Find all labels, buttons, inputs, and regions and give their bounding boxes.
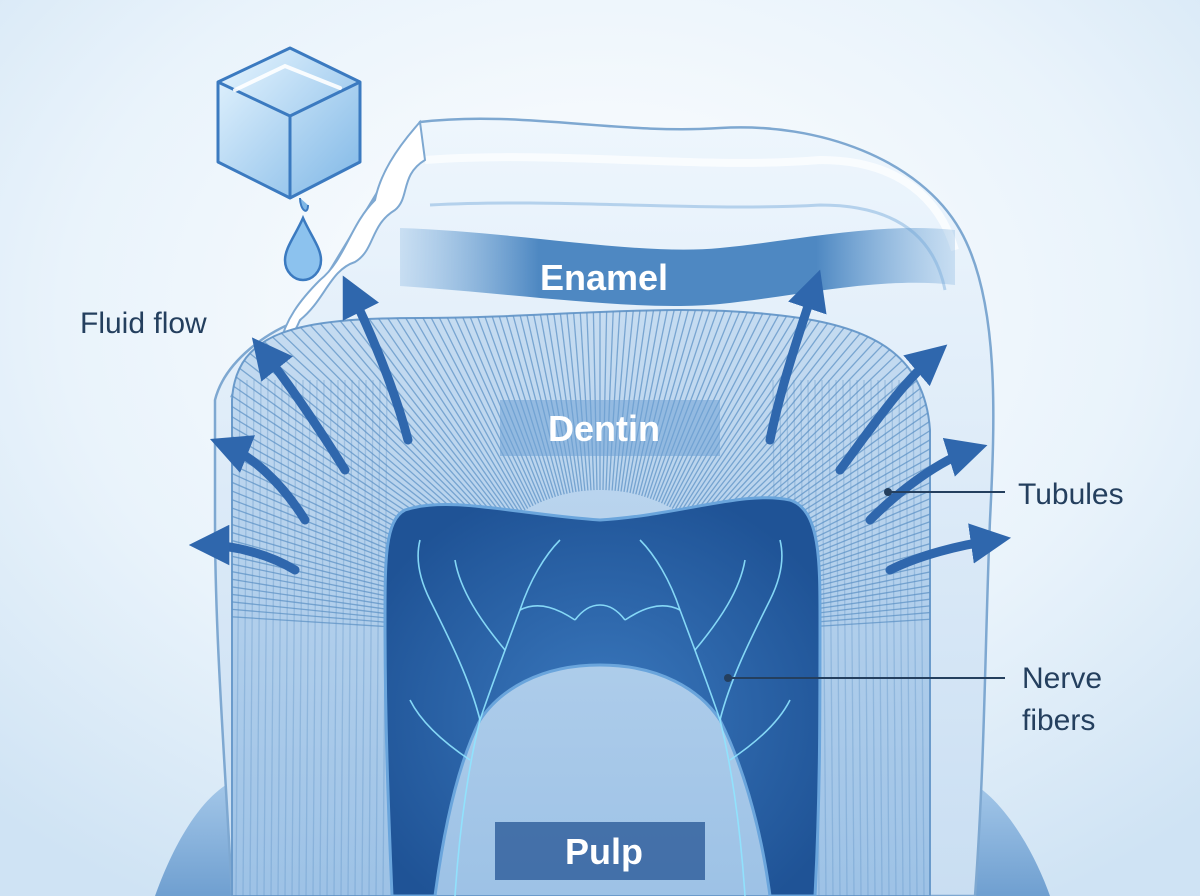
tubule-line [694,310,929,525]
tubule-line [884,379,890,896]
tubule-line [326,379,332,896]
tubule-line [321,310,521,514]
fluid-flow-arrow-icon [765,269,827,445]
tubule-line [696,310,930,527]
tubule-line [703,310,930,533]
tubule-line [912,379,918,896]
tubule-line [689,310,913,521]
tubule-line [339,310,526,511]
tubule-line [919,379,925,896]
tubules-label: Tubules [1018,478,1124,511]
tubule-line [849,379,855,896]
tubule-line [313,310,518,516]
tubules-callout-dot [884,488,892,496]
tubule-line [247,310,499,531]
fluid-flow-label: Fluid flow [80,307,207,340]
tubule-line [287,310,511,521]
tubule-line [898,379,904,896]
tubule-line [674,310,861,511]
tubule-line [361,379,367,896]
tubule-line [698,310,930,529]
tubule-line [347,379,353,896]
fluid-flow-arrow-icon [188,524,300,575]
tubule-line [312,379,318,896]
tubule-line [870,379,876,896]
tubule-line [277,379,283,896]
tubule-line [676,310,870,512]
tubule-line [263,379,269,896]
tubule-line [239,310,497,533]
fluid-flow-arrow-icon [885,523,1012,575]
tubule-line [375,379,381,896]
tubule-line [891,379,897,896]
pulp-label: Pulp [565,831,643,872]
nerve-fiber-network [409,539,791,896]
tubule-line [305,379,311,896]
tubule-line [291,379,297,896]
fluid-flow-arrow-icon [865,437,988,525]
tubule-line [298,379,304,896]
tubule-line [330,310,524,512]
tubule-line [691,310,921,523]
tubule-line [319,379,325,896]
tubule-line [354,379,360,896]
tubule-line [279,310,509,523]
tubule-line [707,310,930,537]
tubule-line [905,379,911,896]
dentin-label: Dentin [548,408,660,449]
fluid-flow-arrow-icon [251,337,350,475]
tubule-line [687,310,905,519]
tubule-line [295,310,513,519]
tubule-line [348,310,529,509]
tubule-line [701,310,930,531]
tubule-line [304,310,516,517]
ice-cube-icon [216,46,362,212]
enamel-label: Enamel [540,257,668,298]
tubule-line [368,379,374,896]
fluid-flow-arrow-icon [835,344,948,475]
tubule-line [682,310,887,516]
water-drop-icon [283,214,323,282]
tubule-line [709,310,930,539]
tubule-line [255,310,502,529]
nerve-fibers-label-line1: Nerve [1022,662,1102,695]
tubule-line [284,379,290,896]
tubule-line [835,379,841,896]
tubule-line [263,310,504,527]
dentin-band [500,400,720,456]
fluid-flow-arrow-icon [342,275,413,445]
tubule-line [270,379,276,896]
nerve-callout-dot [724,674,732,682]
tubule-line [679,310,879,514]
tubule-line [828,379,834,896]
fluid-flow-arrow-icon [209,435,310,525]
pulp-chamber [383,496,822,896]
tubule-line [863,379,869,896]
tubule-line [821,379,827,896]
tubule-line [856,379,862,896]
nerve-fibers-label-line2: fibers [1022,704,1095,737]
pulp-band [495,822,705,880]
fluid-flow-arrows[interactable] [188,269,1012,575]
tubule-line [877,379,883,896]
